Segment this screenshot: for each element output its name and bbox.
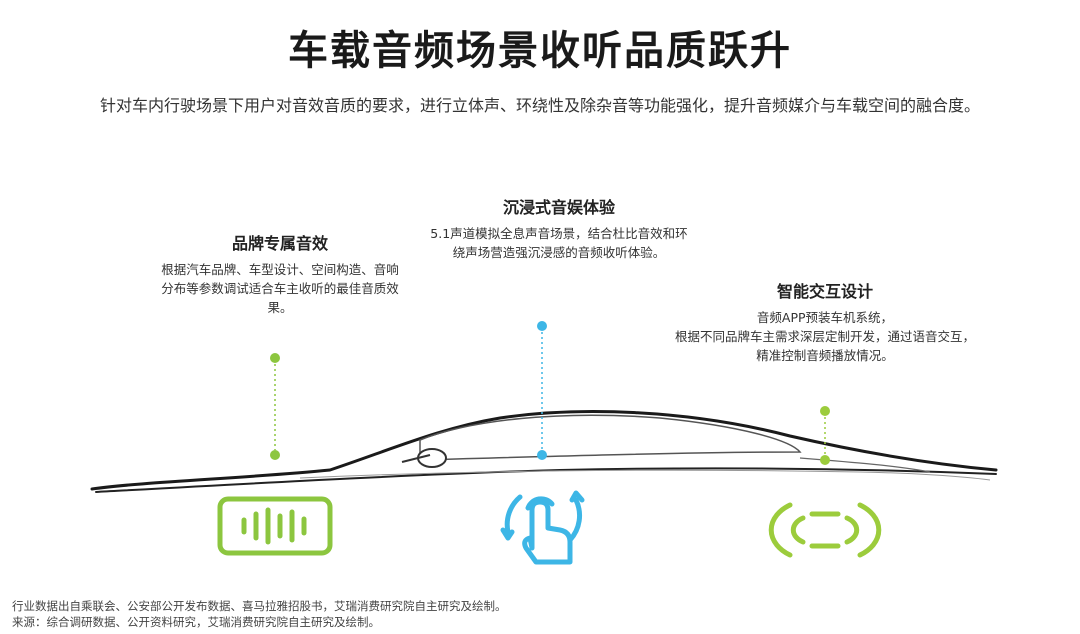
leader-line-2 (537, 321, 547, 460)
feature-immersive-audio: 沉浸式音娱体验 5.1声道模拟全息声音场景，结合杜比音效和环 绕声场营造强沉浸感… (418, 194, 700, 262)
feature-brand-sound: 品牌专属音效 根据汽车品牌、车型设计、空间构造、音响 分布等参数调试适合车主收听… (150, 230, 410, 317)
footer-line-1: 行业数据出自乘联会、公安部公开发布数据、喜马拉雅招股书，艾瑞消费研究院自主研究及… (12, 599, 507, 613)
car-silhouette (90, 410, 998, 493)
feature-title: 智能交互设计 (776, 282, 873, 301)
voice-ripple-icon (768, 502, 882, 558)
touch-rotate-icon (500, 490, 585, 565)
feature-description: 根据汽车品牌、车型设计、空间构造、音响 分布等参数调试适合车主收听的最佳音质效 … (161, 262, 399, 315)
leader-line-1 (270, 353, 280, 460)
page-title: 车载音频场景收听品质跃升 (288, 28, 792, 74)
feature-title: 沉浸式音娱体验 (502, 198, 615, 217)
feature-title: 品牌专属音效 (231, 234, 328, 253)
leader-line-3 (820, 406, 830, 465)
footer-line-2: 来源：综合调研数据、公开资料研究，艾瑞消费研究院自主研究及绘制。 (12, 615, 380, 629)
sound-wave-icon (217, 496, 333, 556)
feature-description: 音频APP预装车机系统， 根据不同品牌车主需求深层定制开发，通过语音交互， 精准… (674, 310, 975, 363)
feature-smart-interaction: 智能交互设计 音频APP预装车机系统， 根据不同品牌车主需求深层定制开发，通过语… (660, 278, 990, 365)
feature-description: 5.1声道模拟全息声音场景，结合杜比音效和环 绕声场营造强沉浸感的音频收听体验。 (430, 226, 688, 260)
page-subtitle: 针对车内行驶场景下用户对音效音质的要求，进行立体声、环绕性及除杂音等功能强化，提… (99, 96, 980, 115)
footer-source: 行业数据出自乘联会、公安部公开发布数据、喜马拉雅招股书，艾瑞消费研究院自主研究及… (12, 598, 507, 630)
